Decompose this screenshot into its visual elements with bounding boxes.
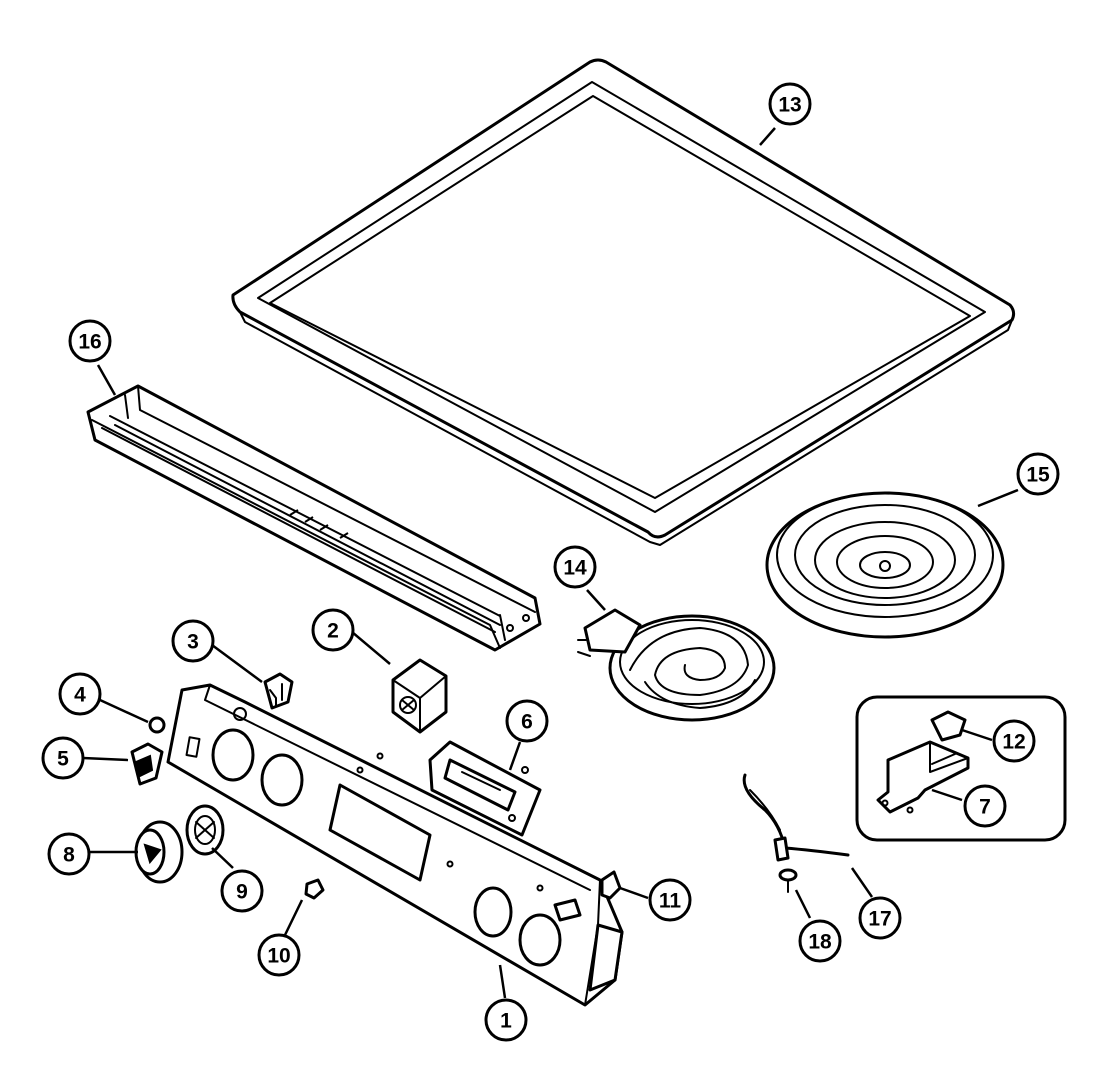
hex-nut [304, 878, 325, 900]
callout-label: 2 [327, 620, 339, 643]
callout-5: 5 [41, 736, 85, 780]
callout-label: 13 [778, 94, 801, 117]
electronic-control [428, 740, 542, 837]
front-rail [86, 384, 542, 652]
callout-17: 17 [858, 896, 902, 940]
small-surface-element [577, 608, 776, 722]
leader-lines [82, 127, 1019, 999]
callout-3: 3 [171, 619, 215, 663]
callout-label: 15 [1026, 464, 1050, 487]
callout-label: 17 [868, 908, 891, 931]
callout-label: 8 [63, 844, 75, 867]
callout-16: 16 [68, 319, 112, 363]
callout-13: 13 [768, 82, 812, 126]
callout-11: 11 [648, 878, 692, 922]
rocker-switch [130, 742, 164, 786]
callout-6: 6 [505, 699, 549, 743]
callout-label: 3 [187, 631, 199, 654]
inset-box [855, 695, 1067, 842]
callout-8: 8 [47, 832, 91, 876]
callout-label: 10 [267, 945, 290, 968]
large-surface-element [765, 491, 1005, 639]
callout-label: 9 [236, 881, 248, 904]
callout-label: 7 [979, 796, 991, 819]
indicator-light [148, 716, 166, 734]
switch-block [391, 658, 448, 734]
callout-label: 14 [563, 557, 587, 580]
callout-label: 4 [74, 684, 86, 707]
callout-label: 18 [808, 931, 832, 954]
clip-part [263, 672, 294, 710]
callout-7: 7 [963, 784, 1007, 828]
callout-10: 10 [257, 933, 301, 977]
control-knob [134, 820, 184, 884]
screw [778, 868, 798, 893]
callout-label: 5 [57, 748, 69, 771]
callout-2: 2 [311, 608, 355, 652]
callout-15: 15 [1016, 452, 1060, 496]
callout-label: 12 [1002, 731, 1025, 754]
small-bracket [600, 870, 622, 900]
callout-18: 18 [798, 919, 842, 963]
knob-bezel [185, 804, 225, 856]
cooktop-frame [231, 58, 1016, 546]
callout-label: 1 [500, 1010, 512, 1033]
callout-14: 14 [553, 545, 597, 589]
wire-harness [742, 773, 850, 862]
callout-4: 4 [58, 672, 102, 716]
callout-label: 11 [659, 890, 682, 913]
callout-12: 12 [992, 719, 1036, 763]
callout-label: 16 [78, 331, 101, 354]
callout-label: 6 [521, 711, 533, 734]
control-panel [166, 683, 624, 1007]
callout-9: 9 [220, 869, 264, 913]
callout-1: 1 [484, 998, 528, 1042]
